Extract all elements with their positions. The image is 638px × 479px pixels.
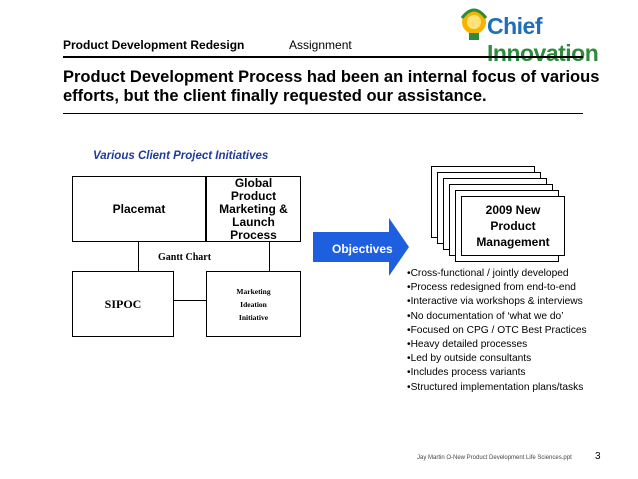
- lightbulb-logo-icon: [458, 8, 490, 44]
- gantt-chart-label: Gantt Chart: [158, 252, 212, 263]
- section-name: Assignment: [289, 38, 352, 52]
- new-product-management-doc: 2009 New Product Management: [461, 196, 565, 256]
- footer-source: Jay Martin O-New Product Development Lif…: [417, 455, 572, 461]
- company-logo: Chief Innovation: [487, 13, 638, 67]
- objectives-arrow: [313, 218, 409, 276]
- header-rule: [63, 56, 583, 58]
- title-rule: [63, 113, 583, 114]
- deck-title: Product Development Redesign: [63, 38, 245, 52]
- marketing-ideation-line-2: Ideation: [240, 299, 267, 309]
- bullet-item: Led by outside consultants: [407, 352, 587, 366]
- logo-word-innovation: Innovation: [487, 40, 599, 66]
- logo-word-chief: Chief: [487, 13, 543, 39]
- global-marketing-box: Global Product Marketing & Launch Proces…: [206, 176, 301, 242]
- page-number: 3: [595, 451, 601, 462]
- placemat-label: Placemat: [112, 201, 166, 216]
- initiatives-label: Various Client Project Initiatives: [93, 150, 269, 162]
- marketing-ideation-box: Marketing Ideation Initiative: [206, 271, 301, 337]
- objectives-bullet-list: Cross-functional / jointly developed Pro…: [407, 267, 587, 395]
- sipoc-box: SIPOC: [72, 271, 174, 337]
- bullet-item: Interactive via workshops & interviews: [407, 295, 587, 309]
- slide-title: Product Development Process had been an …: [63, 68, 600, 105]
- marketing-ideation-line-1: Marketing: [236, 286, 271, 296]
- bullet-item: Cross-functional / jointly developed: [407, 267, 587, 281]
- new-product-management-label: 2009 New Product Management: [476, 203, 550, 249]
- global-marketing-label: Global Product Marketing & Launch Proces…: [219, 175, 288, 242]
- bullet-item: Heavy detailed processes: [407, 338, 587, 352]
- bullet-item: Process redesigned from end-to-end: [407, 281, 587, 295]
- bullet-item: Includes process variants: [407, 366, 587, 380]
- bullet-item: No documentation of ‘what we do’: [407, 310, 587, 324]
- sipoc-label: SIPOC: [104, 296, 142, 311]
- marketing-ideation-line-3: Initiative: [238, 312, 269, 322]
- placemat-box: Placemat: [72, 176, 206, 242]
- objectives-label: Objectives: [332, 242, 393, 256]
- bullet-item: Structured implementation plans/tasks: [407, 381, 587, 395]
- bullet-item: Focused on CPG / OTC Best Practices: [407, 324, 587, 338]
